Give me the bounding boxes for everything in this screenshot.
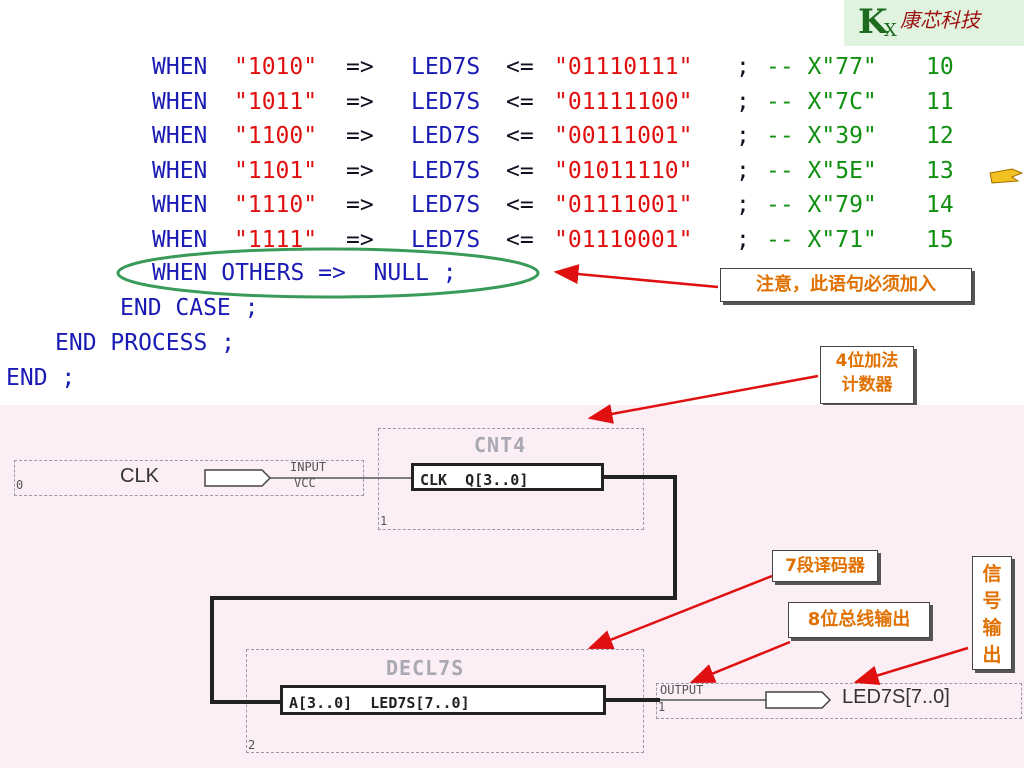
brand-logo: K X 康芯科技: [844, 0, 1024, 46]
input-tag: INPUT: [290, 460, 327, 474]
code-line-1-when-keyword: WHEN: [152, 54, 208, 80]
code-line-6-signal-name: LED7S: [411, 227, 481, 253]
code-line-2-case-value: "1011": [234, 88, 318, 115]
clk-pin-index: 0: [16, 478, 24, 492]
decl7s-index: 2: [248, 738, 256, 752]
code-line-2-digit-number: 11: [926, 88, 954, 115]
code-line-3-case-arrow: =>: [346, 123, 374, 150]
output-index: 1: [658, 700, 666, 714]
code-line-6-semicolon: ;: [736, 227, 750, 253]
code-line-5-segment-code: "01111001": [554, 192, 693, 219]
arrow-counter: [587, 374, 819, 424]
code-line-6-segment-code: "01110001": [554, 227, 693, 253]
cnt4-index: 1: [380, 514, 388, 528]
code-line-5-case-value: "1110": [234, 192, 318, 219]
code-line-4-assign-op: <=: [506, 157, 534, 184]
code-line-5-signal-name: LED7S: [411, 192, 481, 219]
arrow-bus: [689, 640, 791, 684]
output-tag: OUTPUT: [660, 683, 704, 697]
code-line-2-when-keyword: WHEN: [152, 88, 208, 115]
code-line-2-semicolon: ;: [736, 88, 750, 115]
clk-label: CLK: [120, 465, 159, 487]
code-line-4-digit-number: 13: [926, 157, 954, 184]
logo-text: 康芯科技: [900, 8, 980, 32]
code-line-4-when-keyword: WHEN: [152, 157, 208, 184]
code-line-4-signal-name: LED7S: [411, 157, 481, 184]
counter-note: 4位加法 计数器: [820, 346, 914, 404]
code-line-5-semicolon: ;: [736, 192, 750, 219]
code-line-4-semicolon: ;: [736, 157, 750, 184]
cnt4-title: CNT4: [474, 433, 527, 457]
code-line-1-digit-number: 10: [926, 54, 954, 80]
decl7s-block: A[3..0] LED7S[7..0]: [280, 685, 606, 715]
code-line-3-hex-comment: -- X"39": [766, 123, 877, 150]
code-line-3-case-value: "1100": [234, 123, 318, 150]
code-line-5-case-arrow: =>: [346, 192, 374, 219]
others-note: 注意，此语句必须加入: [720, 268, 972, 302]
code-line-5-hex-comment: -- X"79": [766, 192, 877, 219]
output-label: LED7S[7..0]: [842, 686, 950, 708]
code-line-6-when-keyword: WHEN: [152, 227, 208, 253]
bus-wire: [210, 475, 677, 704]
pointer-hand-icon: [989, 168, 1024, 184]
cnt4-pins: CLK Q[3..0]: [420, 471, 529, 489]
code-line-2-hex-comment: -- X"7C": [766, 88, 877, 115]
code-line-5-when-keyword: WHEN: [152, 192, 208, 219]
code-line-2-segment-code: "01111100": [554, 88, 693, 115]
code-line-end: END ;: [6, 365, 76, 391]
code-line-4-hex-comment: -- X"5E": [766, 157, 877, 184]
code-line-2-case-arrow: =>: [346, 88, 374, 115]
code-line-3-digit-number: 12: [926, 123, 954, 150]
decl7s-title: DECL7S: [386, 656, 465, 680]
code-line-6-assign-op: <=: [506, 227, 534, 253]
code-line-2-assign-op: <=: [506, 88, 534, 115]
code-line-2-signal-name: LED7S: [411, 88, 481, 115]
code-line-3-assign-op: <=: [506, 123, 534, 150]
code-line-6-hex-comment: -- X"71": [766, 227, 877, 253]
code-line-3-signal-name: LED7S: [411, 123, 481, 150]
code-line-others: WHEN OTHERS => NULL ;: [152, 260, 457, 286]
code-line-5-digit-number: 14: [926, 192, 954, 219]
code-line-3-semicolon: ;: [736, 123, 750, 150]
code-line-1-assign-op: <=: [506, 54, 534, 80]
cnt4-block: CLK Q[3..0]: [411, 463, 604, 491]
code-line-4-case-arrow: =>: [346, 157, 374, 184]
code-line-1-hex-comment: -- X"77": [766, 54, 877, 80]
code-line-1-semicolon: ;: [736, 54, 750, 80]
highlight-ellipse: [116, 247, 540, 299]
counter-note-line1: 4位加法: [835, 351, 899, 371]
arrow-decoder: [587, 574, 773, 650]
code-line-6-digit-number: 15: [926, 227, 954, 253]
signal-note-char-2: 号: [982, 590, 1002, 612]
logo-mark: K: [858, 2, 888, 42]
code-line-1-segment-code: "01110111": [554, 54, 693, 80]
code-line-1-case-value: "1010": [234, 54, 318, 80]
clk-input-pin-shape: [204, 469, 272, 487]
code-line-5-assign-op: <=: [506, 192, 534, 219]
code-line-1-case-arrow: =>: [346, 54, 374, 80]
led-output-pin-shape: [765, 691, 832, 709]
signal-note: 信号输出: [972, 556, 1012, 670]
code-line-end-case: END CASE ;: [120, 295, 259, 321]
code-line-3-segment-code: "00111001": [554, 123, 693, 150]
code-line-4-segment-code: "01011110": [554, 157, 693, 184]
code-line-1-signal-name: LED7S: [411, 54, 481, 80]
bus-note: 8位总线输出: [788, 602, 930, 638]
code-line-end-process: END PROCESS ;: [55, 330, 236, 356]
code-line-3-when-keyword: WHEN: [152, 123, 208, 150]
logo-sub: X: [884, 20, 897, 41]
signal-note-char-1: 信: [982, 563, 1002, 585]
signal-note-char-4: 出: [982, 644, 1002, 666]
signal-note-char-3: 输: [982, 617, 1002, 639]
counter-note-line2: 计数器: [841, 375, 893, 395]
decoder-note: 7段译码器: [772, 550, 878, 582]
decl7s-pins: A[3..0] LED7S[7..0]: [289, 694, 470, 712]
arrow-signal: [853, 646, 969, 686]
arrow-others: [553, 264, 719, 289]
code-line-4-case-value: "1101": [234, 157, 318, 184]
vcc-tag: VCC: [294, 476, 316, 490]
vhdl-code: WHEN "1010" => LED7S <= "01110111"; -- X"77" 10…: [152, 54, 954, 253]
